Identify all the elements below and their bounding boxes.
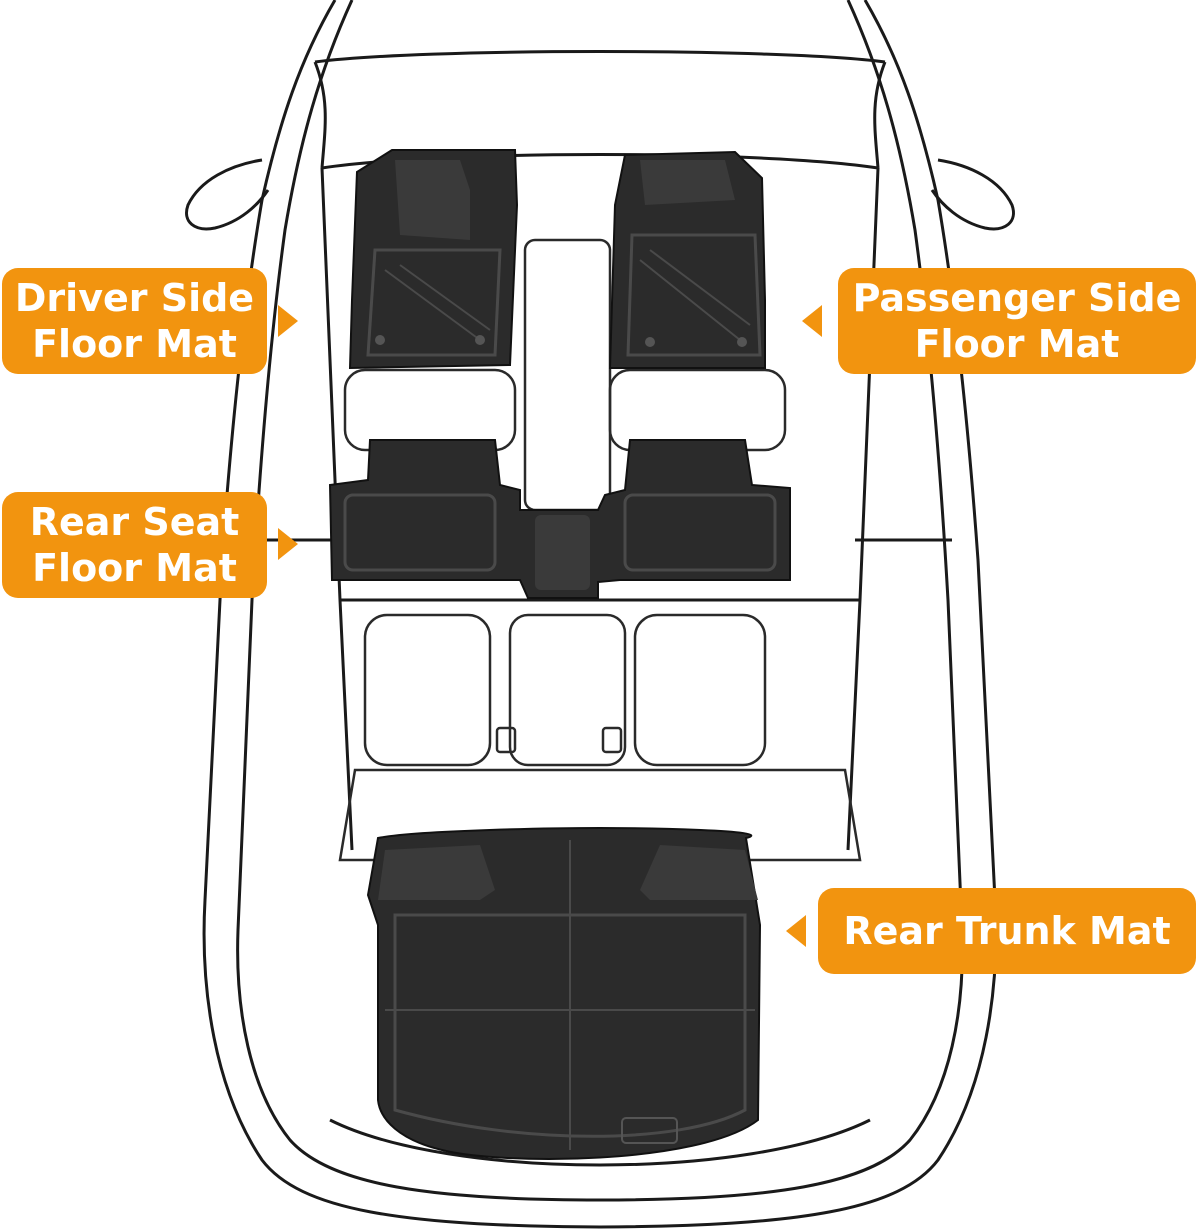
rear-seat-arrow — [278, 528, 298, 560]
car-body-outer — [202, 0, 998, 1229]
passenger-side-arrow — [802, 305, 822, 337]
rear-trunk-arrow — [786, 915, 806, 947]
rear-trunk-mat — [366, 826, 762, 1160]
driver-side-mat — [348, 149, 519, 370]
driver-side-arrow — [278, 305, 298, 337]
center-rear-seat — [508, 613, 627, 767]
right-mirror — [930, 158, 1015, 231]
rear-trunk-callout: Rear Trunk Mat — [818, 888, 1196, 974]
windshield-top — [314, 50, 886, 64]
right-rear-seat — [633, 613, 767, 767]
passenger-side-label-line2: Floor Mat — [914, 322, 1120, 366]
car-body-inner — [236, 0, 964, 1202]
right-front-seat — [608, 368, 787, 452]
rear-window — [329, 1118, 871, 1167]
rear-seat-label-line1: Rear Seat — [29, 500, 240, 544]
driver-side-label-line1: Driver Side — [14, 276, 255, 320]
left-rear-seat — [363, 613, 492, 767]
driver-side-callout: Driver Side Floor Mat — [2, 268, 267, 374]
passenger-side-mat — [608, 150, 766, 369]
rear-trunk-label: Rear Trunk Mat — [843, 909, 1171, 953]
left-buckle — [495, 726, 517, 754]
windshield-left — [313, 61, 327, 169]
passenger-side-label-line1: Passenger Side — [852, 276, 1182, 320]
windshield-right — [873, 61, 887, 169]
rear-seat-callout: Rear Seat Floor Mat — [2, 492, 267, 598]
driver-side-label-line2: Floor Mat — [32, 322, 237, 366]
passenger-side-callout: Passenger Side Floor Mat — [838, 268, 1196, 374]
left-mirror — [185, 158, 270, 231]
center-console — [523, 238, 612, 512]
rear-seat-label-line2: Floor Mat — [32, 546, 237, 590]
right-buckle — [601, 726, 623, 754]
rear-seat-mat — [328, 439, 791, 599]
interior-outline — [338, 238, 862, 862]
left-front-seat — [343, 368, 517, 452]
rear-seat-base — [338, 768, 862, 862]
